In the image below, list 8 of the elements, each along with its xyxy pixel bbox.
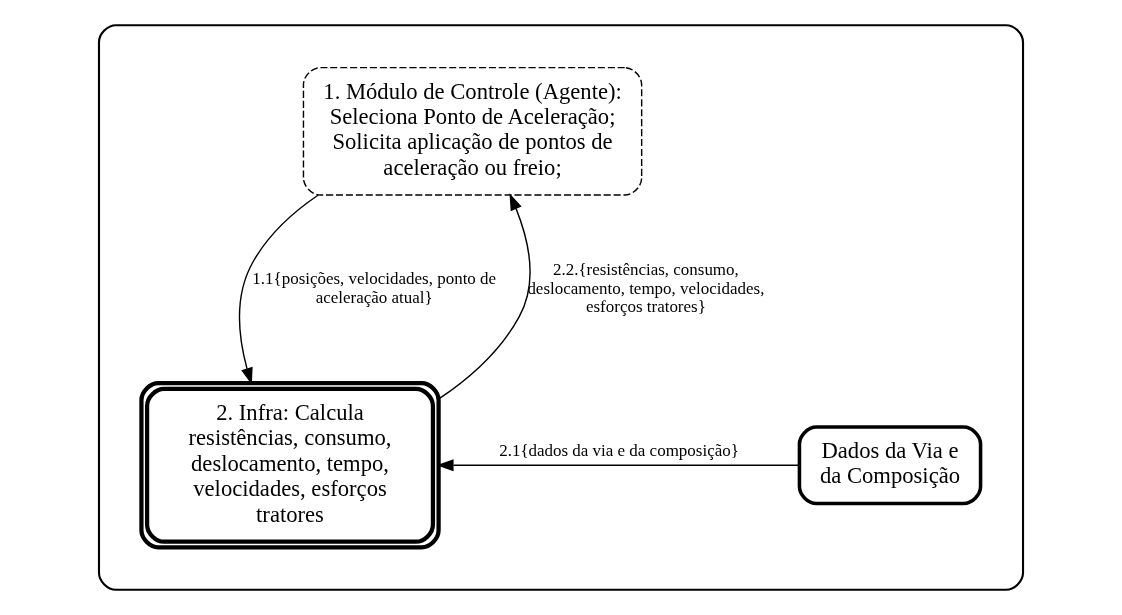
arrow (438, 193, 531, 400)
node-box: 1. Módulo de Controle (Agente): Seleciona Ponto de Aceleração; Solicita aplicação de pontos de aceleração ou freio; (302, 66, 643, 196)
node-box: 2. Infra: Calcula resistências, consumo, deslocamento, tempo, velocidades, esforços tratores (139, 381, 441, 550)
arrow (436, 459, 801, 472)
node-box: Dados da Via e da Composição (797, 425, 983, 506)
edge-label: 1.1{posições, velocidades, ponto de aceleração atual} (252, 269, 497, 307)
cluster (97, 24, 1025, 591)
edge-label: 2.1{dados da via e da composição} (499, 441, 739, 461)
